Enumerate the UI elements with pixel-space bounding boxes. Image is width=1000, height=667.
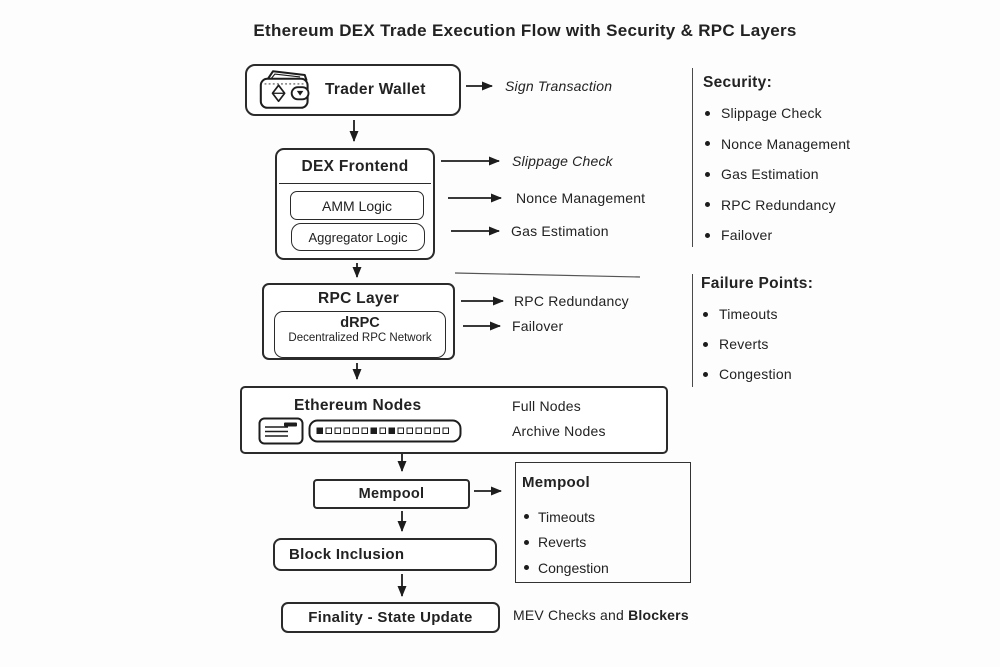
security-item-slippage: Slippage Check — [721, 105, 822, 121]
security-list: Slippage Check Nonce Management Gas Esti… — [705, 105, 850, 243]
wallet-icon — [259, 70, 310, 109]
gas-estimation-label: Gas Estimation — [511, 223, 609, 239]
rpc-layer-label: RPC Layer — [317, 290, 400, 307]
failure-item-timeouts: Timeouts — [719, 306, 778, 322]
ethereum-nodes-label: Ethereum Nodes — [294, 397, 422, 414]
list-item: RPC Redundancy — [705, 197, 850, 213]
bullet-dot — [705, 110, 710, 116]
bullet-dot — [524, 565, 529, 571]
mempool-panel-heading: Mempool — [522, 474, 590, 491]
node-amm-logic: AMM Logic — [290, 191, 424, 220]
node-dex-frontend: DEX Frontend AMM Logic Aggregator Logic — [275, 148, 435, 260]
mev-note-text: MEV Checks and — [513, 607, 629, 623]
failure-item-reverts: Reverts — [719, 336, 769, 352]
sign-transaction-label: Sign Transaction — [505, 78, 613, 94]
nonce-management-label: Nonce Management — [516, 190, 646, 206]
list-item: Timeouts — [524, 504, 690, 530]
list-item: Reverts — [524, 530, 690, 556]
node-aggregator-logic: Aggregator Logic — [291, 223, 425, 251]
bullet-dot — [703, 311, 708, 317]
mempool-item-timeouts: Timeouts — [538, 508, 596, 525]
node-trader-wallet: Trader Wallet — [245, 64, 461, 116]
failure-points-panel: Failure Points: Timeouts Reverts Congest… — [701, 275, 813, 396]
security-item-gas: Gas Estimation — [721, 166, 819, 182]
list-item: Gas Estimation — [705, 166, 850, 182]
security-item-nonce: Nonce Management — [721, 135, 851, 152]
server-icon — [258, 417, 304, 445]
list-item: Nonce Management — [705, 136, 850, 152]
list-item: Reverts — [703, 336, 813, 352]
failure-item-congestion: Congestion — [719, 366, 792, 382]
bullet-dot — [705, 232, 710, 238]
node-rack-icon — [308, 419, 462, 443]
node-block-inclusion: Block Inclusion — [273, 538, 497, 571]
bullet-dot — [705, 171, 710, 177]
bullet-dot — [705, 141, 710, 146]
mempool-item-reverts: Reverts — [538, 534, 587, 551]
node-drpc: dRPC Decentralized RPC Network — [274, 311, 446, 358]
rpc-redundancy-label: RPC Redundancy — [514, 293, 629, 309]
list-item: Slippage Check — [705, 105, 850, 121]
failure-points-list: Timeouts Reverts Congestion — [703, 306, 813, 382]
node-rpc-layer: RPC Layer dRPC Decentralized RPC Network — [262, 283, 455, 360]
list-item: Congestion — [703, 366, 813, 382]
bullet-dot — [524, 514, 529, 520]
list-item: Failover — [705, 227, 850, 243]
bullet-dot — [703, 371, 708, 377]
mempool-panel: Mempool Timeouts Reverts Congestion — [515, 462, 691, 583]
security-heading: Security: — [703, 74, 773, 91]
page-title: Ethereum DEX Trade Execution Flow with S… — [253, 21, 797, 40]
mev-note-bold: Blockers — [628, 607, 689, 623]
full-nodes-label: Full Nodes — [512, 398, 581, 414]
finality-label: Finality - State Update — [308, 609, 473, 626]
aggregator-logic-label: Aggregator Logic — [308, 229, 408, 245]
list-item: Timeouts — [703, 306, 813, 322]
node-finality: Finality - State Update — [281, 602, 500, 633]
archive-nodes-label: Archive Nodes — [512, 423, 606, 439]
bullet-dot — [524, 539, 529, 545]
mempool-item-congestion: Congestion — [538, 559, 609, 576]
mempool-label: Mempool — [358, 486, 425, 502]
security-item-failover: Failover — [721, 227, 773, 243]
security-divider-line — [692, 68, 693, 247]
security-panel: Security: Slippage Check Nonce Managemen… — [703, 74, 850, 258]
block-inclusion-label: Block Inclusion — [289, 546, 405, 563]
failure-divider-line — [692, 274, 693, 387]
amm-logic-label: AMM Logic — [321, 197, 393, 214]
bullet-dot — [703, 341, 708, 347]
failure-points-heading: Failure Points: — [701, 275, 814, 292]
security-item-rpc-redundancy: RPC Redundancy — [721, 196, 836, 213]
failover-label: Failover — [512, 318, 564, 334]
slippage-check-label: Slippage Check — [512, 153, 613, 169]
dex-frontend-label: DEX Frontend — [279, 150, 431, 184]
sketch-line — [454, 272, 641, 278]
mev-note: MEV Checks and Blockers — [513, 607, 689, 623]
mempool-panel-list: Timeouts Reverts Congestion — [524, 504, 690, 581]
drpc-subtitle: Decentralized RPC Network — [288, 332, 432, 344]
node-ethereum-nodes: Ethereum Nodes — [240, 386, 668, 454]
bullet-dot — [705, 202, 710, 207]
node-mempool: Mempool — [313, 479, 470, 509]
list-item: Congestion — [524, 555, 690, 581]
drpc-label: dRPC — [340, 315, 380, 331]
trader-wallet-label: Trader Wallet — [325, 81, 426, 98]
